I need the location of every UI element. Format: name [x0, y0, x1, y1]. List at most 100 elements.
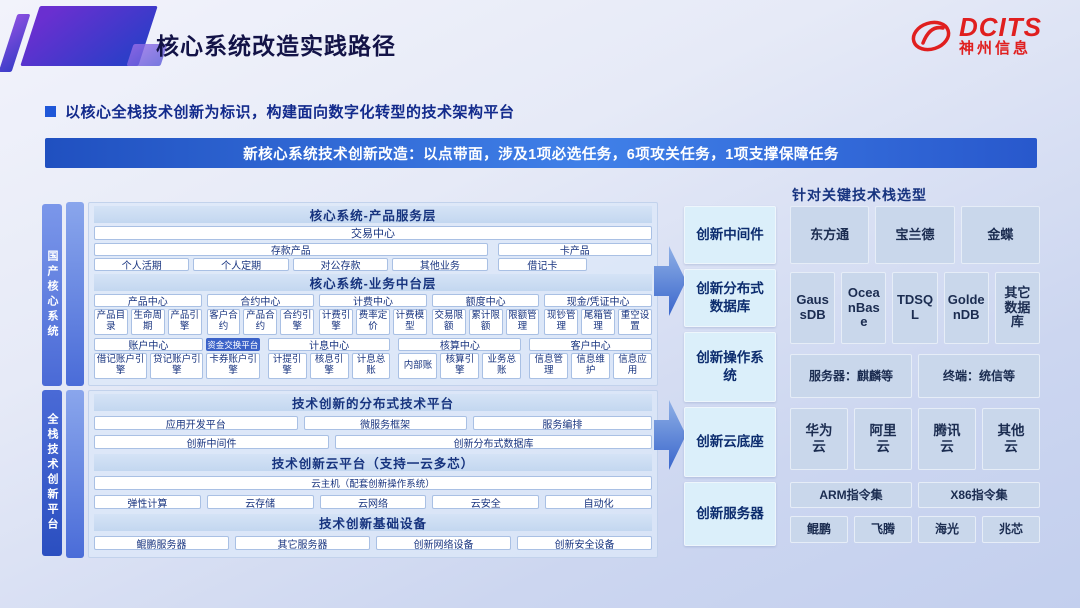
infra-item: 创新安全设备 [517, 536, 652, 551]
center-name: 客户中心 [529, 338, 653, 352]
product-groups-row: 存款产品 个人活期 个人定期 对公存款 其他业务 卡产品 借记卡 [94, 243, 652, 272]
center-name: 核算中心 [398, 338, 522, 352]
cloud-host-box: 云主机（配套创新操作系统） [94, 476, 652, 490]
center-item: 现钞管理 [544, 309, 579, 335]
center-item: 费率定价 [356, 309, 390, 335]
center-item: 计息总账 [351, 353, 391, 379]
deposit-item: 其他业务 [392, 258, 488, 272]
stack-panel-rail [66, 390, 84, 558]
cloud-option: 阿里云 [854, 408, 912, 470]
center-item: 客户合约 [206, 309, 241, 335]
center-item: 核算引擎 [440, 353, 480, 379]
cloud-option: 华为云 [790, 408, 848, 470]
center-item: 生命周期 [130, 309, 165, 335]
center-customer: 客户中心 信息管理 信息维护 信息应用 [529, 338, 653, 379]
os-option: 服务器：麒麟等 [790, 354, 912, 398]
center-item: 产品引擎 [167, 309, 202, 335]
bullet-square-icon [45, 106, 56, 117]
product-layer-title: 核心系统-产品服务层 [94, 206, 652, 223]
subtitle-row: 以核心全栈技术创新为标识，构建面向数字化转型的技术架构平台 [45, 101, 515, 122]
deposit-item: 个人活期 [94, 258, 190, 272]
deposit-products-label: 存款产品 [94, 243, 488, 257]
center-name: 合约中心 [206, 294, 315, 308]
center-item: 计费模型 [392, 309, 427, 335]
selection-title: 针对关键技术栈选型 [792, 187, 927, 203]
card-products-group: 卡产品 借记卡 [497, 243, 652, 272]
center-item: 信息维护 [571, 353, 611, 379]
database-option: 其它数据库 [994, 272, 1041, 344]
center-billing: 计费中心 计费引擎 费率定价 计费模型 [319, 294, 427, 335]
database-options-row: GaussDB OceanBase TDSQL GoldenDB 其它数据库 [790, 272, 1041, 344]
infra-item: 其它服务器 [235, 536, 370, 551]
center-item: 卡券账户引擎 [206, 353, 260, 379]
center-accounting: 核算中心 内部账 核算引擎 业务总账 [398, 338, 522, 379]
infra-item: 鲲鹏服务器 [94, 536, 229, 551]
database-option: TDSQL [892, 272, 938, 344]
core-system-panel: 核心系统-产品服务层 交易中心 存款产品 个人活期 个人定期 对公存款 其他业务… [88, 202, 658, 386]
center-item: 信息应用 [613, 353, 653, 379]
middleware-options-row: 东方通 宝兰德 金蝶 [790, 206, 1040, 264]
innovation-cloud-base-box: 创新云底座 [684, 407, 776, 477]
logo-company-text: 神州信息 [959, 40, 1032, 58]
cloud-platform-title: 技术创新云平台（支持一云多芯） [94, 454, 652, 471]
middleware-option: 宝兰德 [875, 206, 955, 264]
middle-layer-title: 核心系统-业务中台层 [94, 274, 652, 291]
chip-option: 飞腾 [854, 516, 912, 543]
center-name: 额度中心 [431, 294, 540, 308]
right-arrow-icon [654, 246, 686, 316]
centers-row-1: 产品中心 产品目录 生命周期 产品引擎 合约中心 客户合约 产品合约 合约引擎 … [94, 294, 652, 335]
innovation-server-box: 创新服务器 [684, 482, 776, 546]
side-label-full-stack: 全栈技术创新平台 [42, 390, 62, 556]
center-item: 计费引擎 [319, 309, 354, 335]
center-cash-voucher: 现金/凭证中心 现钞管理 尾箱管理 重空设置 [544, 294, 652, 335]
cloud-item: 云安全 [432, 495, 540, 510]
cloud-item: 弹性计算 [94, 495, 201, 510]
deposit-products-group: 存款产品 个人活期 个人定期 对公存款 其他业务 [94, 243, 488, 272]
platform-item: 创新中间件 [94, 435, 329, 450]
platform-item: 服务编排 [472, 416, 652, 431]
center-account: 账户中心 资金交换平台 借记账户引擎 贷记账户引擎 卡券账户引擎 [94, 338, 260, 379]
center-limit: 额度中心 交易限额 累计限额 限额管理 [431, 294, 540, 335]
center-item: 业务总账 [482, 353, 522, 379]
center-name: 产品中心 [94, 294, 202, 308]
innovation-middleware-box: 创新中间件 [684, 206, 776, 264]
chip-option: 海光 [918, 516, 976, 543]
infra-title: 技术创新基础设备 [94, 514, 652, 531]
center-item: 产品合约 [243, 309, 278, 335]
database-option: GoldenDB [943, 272, 989, 344]
instruction-option: ARM指令集 [790, 482, 912, 508]
center-item: 尾箱管理 [581, 309, 616, 335]
center-item: 限额管理 [505, 309, 540, 335]
infra-item: 创新网络设备 [376, 536, 511, 551]
innovation-stack-column: 创新中间件 创新分布式数据库 创新操作系统 创新云底座 创新服务器 [684, 206, 776, 546]
platform-item: 应用开发平台 [94, 416, 298, 431]
innovation-os-box: 创新操作系统 [684, 332, 776, 402]
deposit-item: 个人定期 [193, 258, 289, 272]
center-name: 账户中心 [94, 338, 203, 352]
database-option: OceanBase [841, 272, 887, 344]
center-item: 交易限额 [431, 309, 466, 335]
cloud-item: 云存储 [206, 495, 314, 510]
center-name: 计费中心 [319, 294, 427, 308]
page-title: 核心系统改造实践路径 [156, 33, 396, 59]
subtitle-text: 以核心全栈技术创新为标识，构建面向数字化转型的技术架构平台 [65, 104, 515, 121]
center-item: 贷记账户引擎 [150, 353, 204, 379]
centers-row-2: 账户中心 资金交换平台 借记账户引擎 贷记账户引擎 卡券账户引擎 计息中心 计提… [94, 338, 653, 379]
cloud-item: 云网络 [319, 495, 427, 510]
platform-item: 微服务框架 [303, 416, 467, 431]
center-item: 合约引擎 [280, 309, 315, 335]
full-stack-panel: 技术创新的分布式技术平台 应用开发平台 微服务框架 服务编排 创新中间件 创新分… [88, 390, 658, 558]
middleware-option: 金蝶 [960, 206, 1040, 264]
center-name: 现金/凭证中心 [544, 294, 652, 308]
chip-option: 兆芯 [982, 516, 1040, 543]
cloud-option: 其他云 [982, 408, 1040, 470]
logo-brand-text: DCITS [959, 12, 1042, 42]
center-item: 借记账户引擎 [94, 353, 148, 379]
instruction-option: X86指令集 [918, 482, 1040, 508]
dcits-swoosh-icon [911, 20, 951, 51]
center-product: 产品中心 产品目录 生命周期 产品引擎 [94, 294, 202, 335]
os-options-row: 服务器：麒麟等 终端：统信等 [790, 354, 1040, 398]
center-item: 重空设置 [618, 309, 652, 335]
core-panel-rail [66, 202, 84, 386]
